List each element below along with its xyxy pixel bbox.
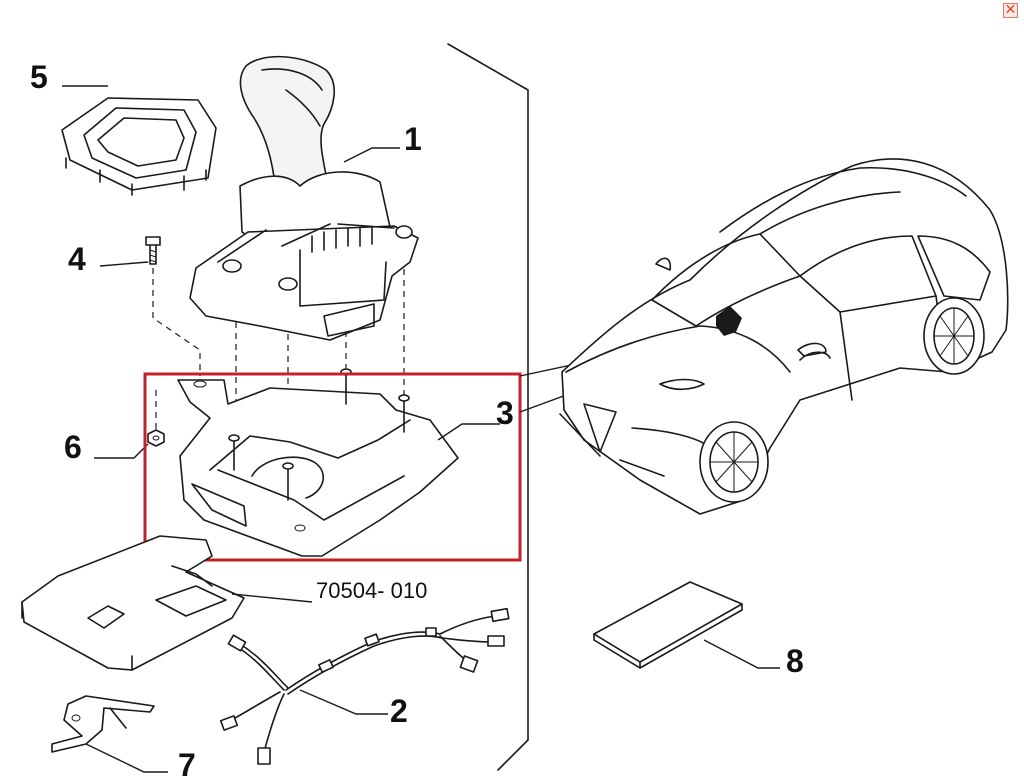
callout-2: 2: [390, 693, 408, 729]
callout-6: 6: [64, 429, 82, 465]
callout-4: 4: [68, 241, 86, 277]
part-7-clip[interactable]: [51, 695, 155, 753]
callout-8: 8: [786, 643, 804, 679]
part-3-support-bracket[interactable]: [177, 368, 459, 557]
part-8-pad[interactable]: [593, 581, 743, 669]
part-1-gear-shifter[interactable]: [189, 55, 419, 341]
callout-7: 7: [178, 747, 196, 780]
part-5-bezel-trim[interactable]: [61, 97, 217, 196]
part-4-screw[interactable]: [145, 236, 161, 265]
close-icon[interactable]: ✕: [1003, 2, 1018, 18]
highlight-box: [143, 372, 522, 562]
callout-5: 5: [30, 59, 48, 95]
section-divider: [447, 43, 529, 771]
part-2-wiring-harness[interactable]: [219, 607, 510, 765]
part-number-label: 70504- 010: [316, 578, 427, 603]
part-6-nut[interactable]: [147, 429, 165, 447]
part-70504-010-cover-plate[interactable]: [21, 535, 245, 671]
callout-3: 3: [496, 395, 514, 431]
vehicle-location-view: [559, 158, 1009, 515]
callout-1: 1: [404, 121, 422, 157]
